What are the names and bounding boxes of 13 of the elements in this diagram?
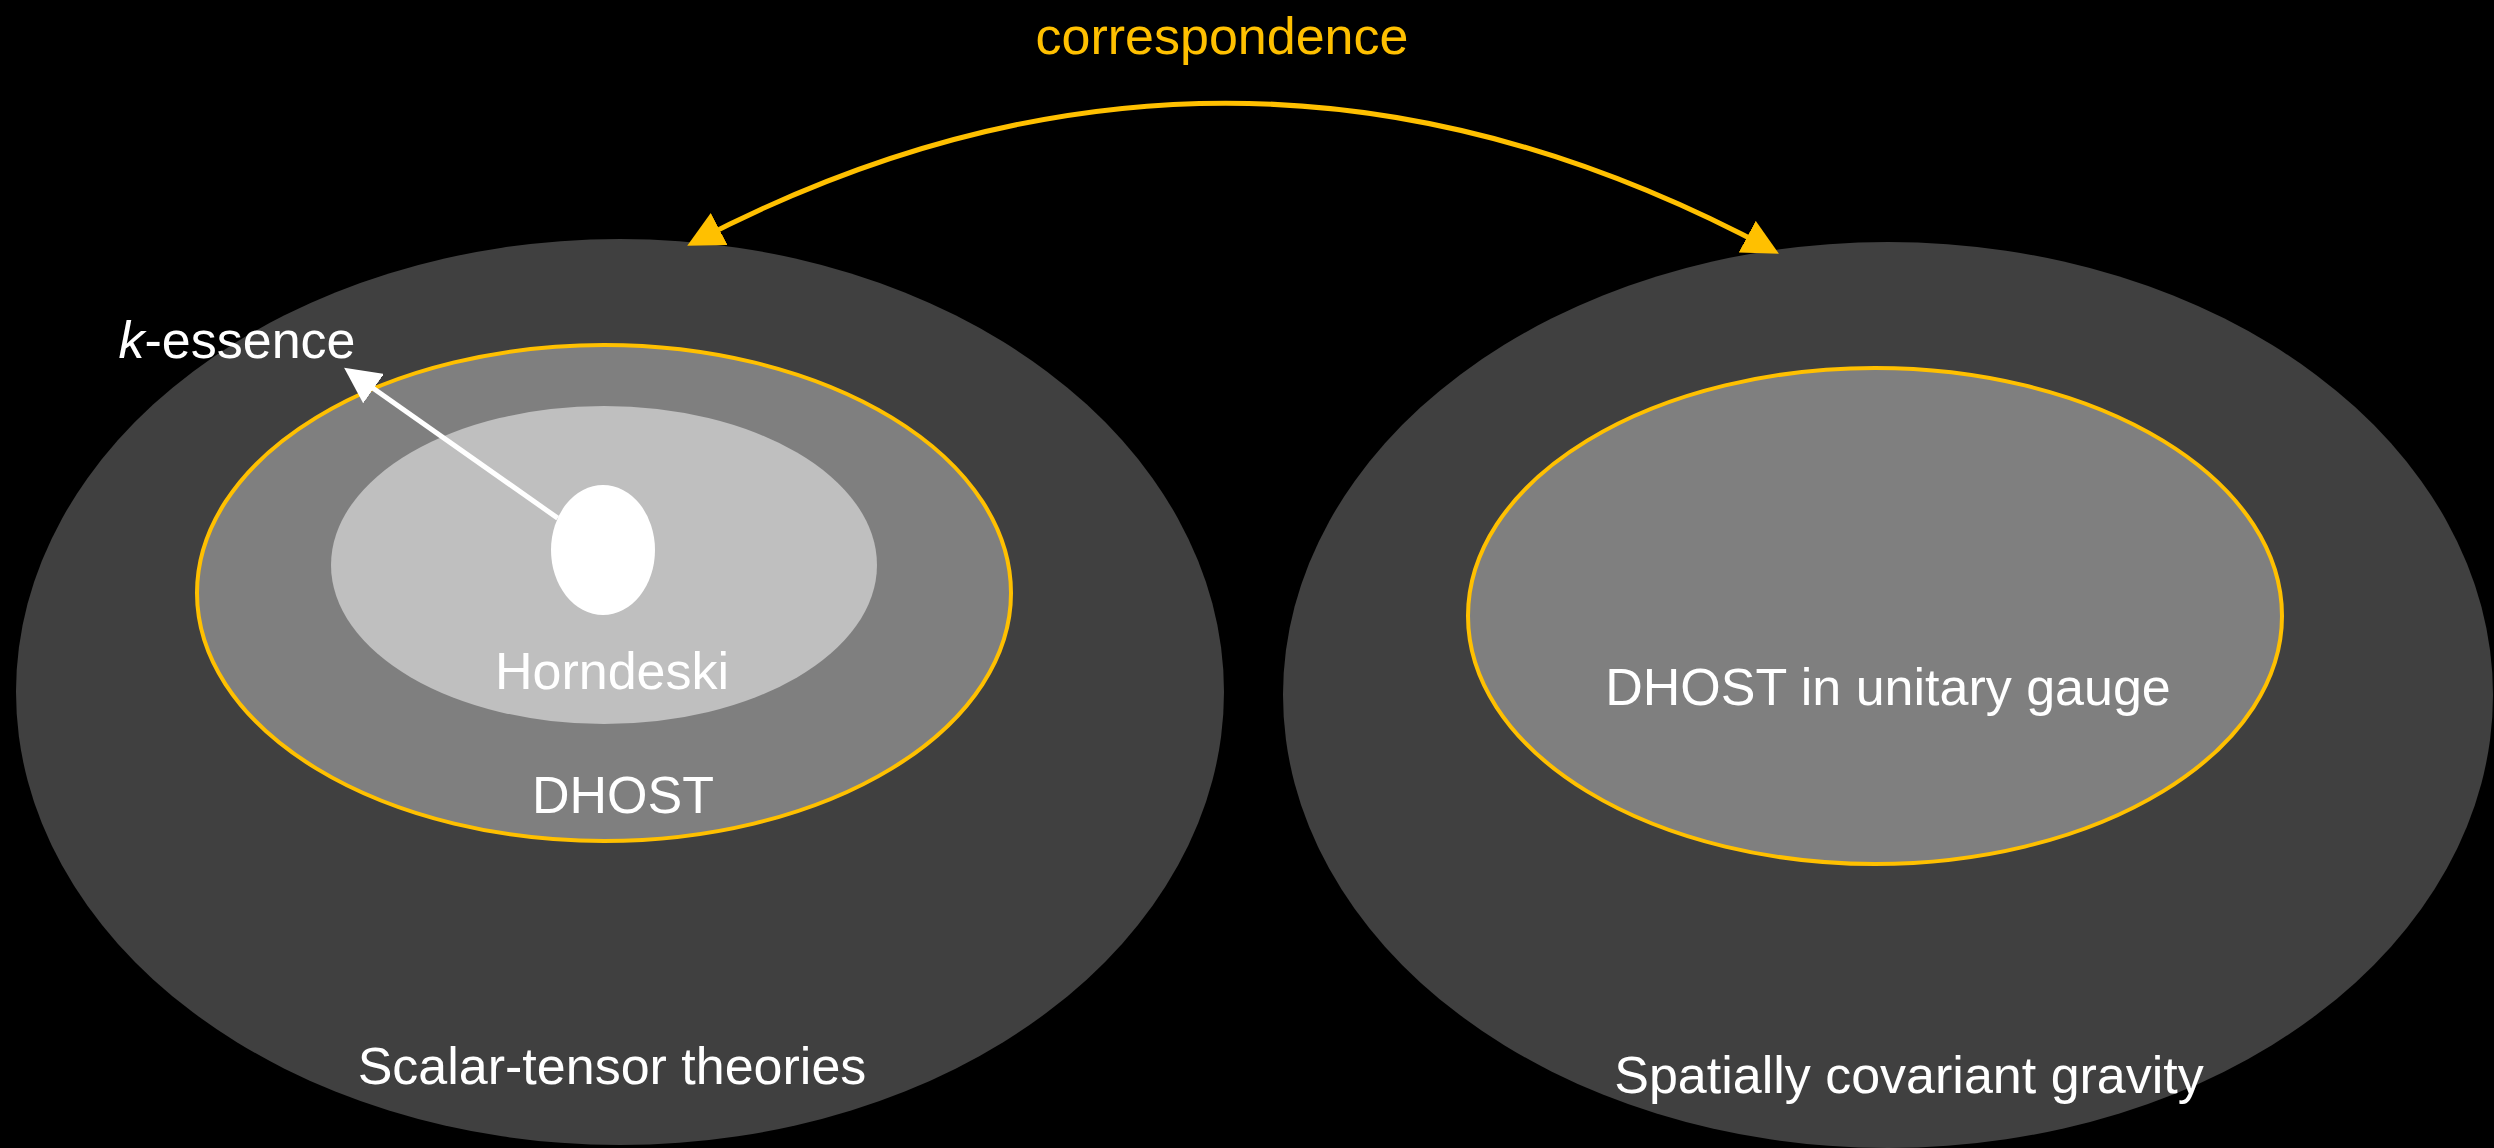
set-label: Scalar-tensor theories bbox=[357, 1036, 867, 1096]
set-ellipse bbox=[331, 406, 877, 724]
ellipse-shape bbox=[551, 485, 655, 615]
set-ellipse bbox=[1466, 366, 2284, 866]
double-headed-arrow bbox=[687, 100, 1779, 254]
set-label: DHOST bbox=[532, 765, 714, 825]
term-label: k-essence bbox=[118, 310, 356, 370]
leader-arrow bbox=[344, 367, 560, 521]
set-label: Horndeski bbox=[494, 641, 730, 701]
set-label: Spatially covariant gravity bbox=[1614, 1045, 2204, 1105]
set-ellipse bbox=[1283, 242, 2493, 1148]
set-ellipse bbox=[16, 239, 1224, 1145]
set-label: DHOST in unitary gauge bbox=[1605, 657, 2171, 717]
